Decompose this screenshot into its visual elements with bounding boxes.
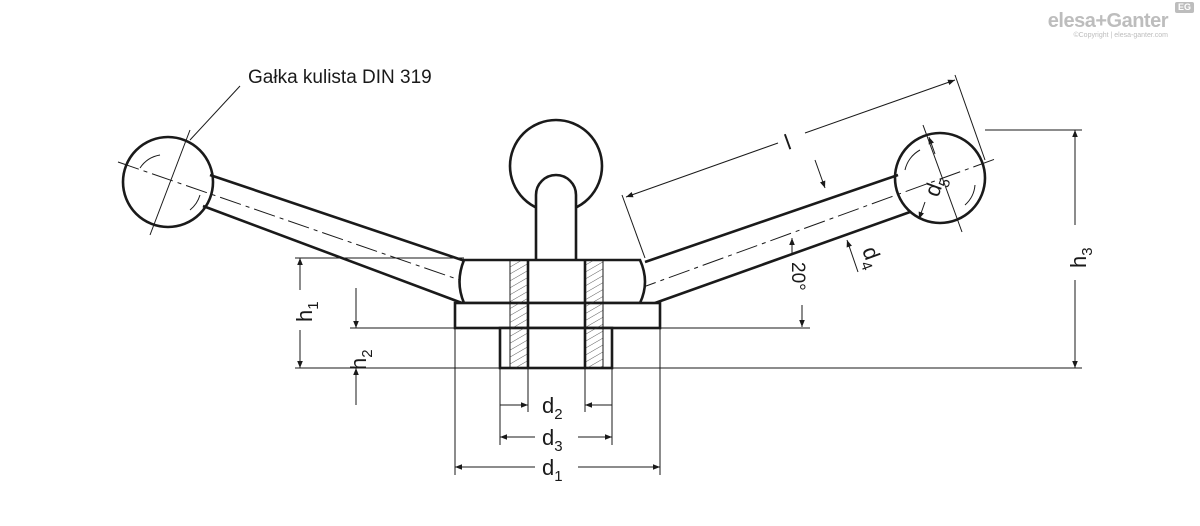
dim-d5: d5 bbox=[919, 172, 954, 202]
dim-d1: d1 bbox=[542, 455, 563, 485]
logo-copyright: ©Copyright | elesa-ganter.com bbox=[1073, 32, 1168, 39]
dim-d4: d4 bbox=[853, 243, 888, 273]
extension-lines bbox=[295, 74, 1082, 475]
dim-d3: d3 bbox=[542, 425, 563, 455]
ball-knob-annotation: Gałka kulista DIN 319 bbox=[248, 67, 432, 88]
right-arm bbox=[634, 124, 999, 305]
hub-section bbox=[453, 258, 662, 370]
dimension-lines bbox=[189, 79, 1078, 470]
center-knob bbox=[508, 118, 604, 262]
dim-angle: 20° bbox=[787, 262, 808, 291]
dim-h2: h2 bbox=[346, 349, 376, 370]
left-arm bbox=[117, 129, 481, 305]
logo-badge: EG bbox=[1174, 2, 1194, 13]
dim-h1: h1 bbox=[292, 301, 322, 322]
dim-d2: d2 bbox=[542, 393, 563, 423]
logo-text: elesa+Ganter bbox=[1047, 10, 1169, 32]
dim-l: l bbox=[781, 130, 794, 155]
dim-h3: h3 bbox=[1066, 247, 1096, 268]
brand-logo: elesa+Ganter ©Copyright | elesa-ganter.c… bbox=[1004, 2, 1194, 42]
